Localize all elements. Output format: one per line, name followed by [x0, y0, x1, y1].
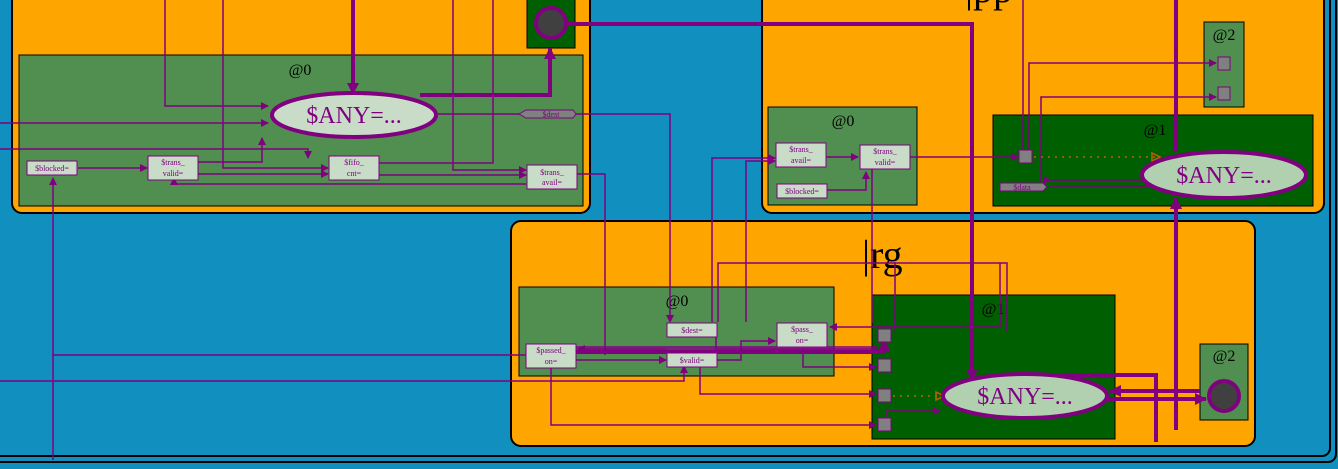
- node-label: $fifo_: [344, 158, 365, 167]
- node-b-passed-on[interactable]: $passed_ on=: [525, 343, 577, 369]
- outer-frame: [0, 0, 1331, 457]
- node-tl-any[interactable]: $ANY=...: [270, 91, 438, 139]
- node-tr-any[interactable]: $ANY=...: [1140, 150, 1308, 200]
- node-tr-any-label: $ANY=...: [1176, 163, 1272, 189]
- group-b-at0-label: @0: [666, 293, 689, 310]
- terminal-b-at2[interactable]: [1207, 379, 1241, 413]
- node-tl-trans-valid[interactable]: $trans_ valid=: [147, 155, 199, 181]
- node-label: avail=: [791, 156, 812, 165]
- group-tr-at0-label: @0: [832, 113, 855, 130]
- wire-thick: [420, 47, 556, 97]
- node-label: on=: [796, 336, 809, 345]
- node-label: $pass_: [791, 325, 814, 334]
- wire: [222, 0, 329, 172]
- port[interactable]: [1217, 86, 1231, 101]
- wire: [550, 367, 877, 429]
- node-label: valid=: [875, 158, 896, 167]
- wire: [198, 137, 266, 163]
- node-label: $dest=: [681, 326, 703, 335]
- node-label: $blocked=: [35, 164, 69, 173]
- node-tr-data-pin[interactable]: $data: [999, 182, 1048, 192]
- node-label: cnt=: [347, 169, 362, 178]
- dotted-wires: [893, 157, 1160, 396]
- node-label: on=: [545, 357, 558, 366]
- port[interactable]: [877, 358, 892, 373]
- wire: [452, 0, 527, 174]
- port[interactable]: [877, 328, 892, 343]
- node-tr-trans-avail[interactable]: $trans_ avail=: [775, 142, 827, 168]
- wire: [0, 365, 688, 382]
- wire: [711, 154, 776, 322]
- wire: [0, 148, 312, 159]
- group-tl-at0-label: @0: [289, 62, 312, 79]
- wire: [745, 157, 776, 322]
- node-tl-trans-avail[interactable]: $trans_ avail=: [526, 164, 578, 190]
- node-tl-blocked[interactable]: $blocked=: [26, 160, 78, 176]
- node-b-dest[interactable]: $dest=: [666, 322, 718, 338]
- wire: [885, 407, 941, 418]
- ports: [877, 56, 1231, 432]
- node-label: $trans_: [540, 168, 565, 177]
- wire-thick: [576, 339, 890, 354]
- wire-thick: [1060, 373, 1158, 442]
- port[interactable]: [877, 388, 892, 403]
- thick-wires: [347, 0, 1207, 442]
- group-b-at1-label: @1: [982, 301, 1005, 318]
- node-label: $passed_: [536, 346, 566, 355]
- module-top-right-title: |pp: [965, 0, 1013, 11]
- wire: [576, 113, 674, 323]
- node-b-pass-on[interactable]: $pass_ on=: [776, 322, 828, 348]
- port[interactable]: [877, 417, 892, 432]
- wire: [164, 0, 269, 110]
- wire: [52, 354, 526, 460]
- wire: [378, 0, 494, 164]
- wire: [1040, 93, 1217, 182]
- wire: [577, 173, 606, 355]
- wire: [717, 262, 1008, 332]
- node-label: $trans_: [789, 145, 814, 154]
- node-b-any-label: $ANY=...: [977, 384, 1073, 410]
- wire: [1028, 59, 1217, 150]
- port[interactable]: [1018, 149, 1033, 164]
- node-label: avail=: [542, 178, 563, 187]
- node-tl-fifo-cnt[interactable]: $fifo_ cnt=: [328, 155, 380, 181]
- wire: [829, 263, 1001, 331]
- node-tl-dest-pin[interactable]: $dest: [517, 109, 577, 119]
- port[interactable]: [1217, 56, 1231, 71]
- node-label: $data: [1013, 183, 1031, 192]
- wire: [827, 171, 870, 191]
- node-label: $trans_: [873, 147, 898, 156]
- node-b-any[interactable]: $ANY=...: [941, 372, 1109, 420]
- wire: [802, 348, 877, 371]
- node-label: $blocked=: [785, 187, 819, 196]
- node-label: $valid=: [680, 356, 705, 365]
- node-tr-blocked[interactable]: $blocked=: [776, 183, 828, 199]
- node-b-valid[interactable]: $valid=: [666, 352, 718, 368]
- node-tl-any-label: $ANY=...: [306, 103, 402, 129]
- wire: [699, 367, 877, 398]
- group-tr-at1-label: @1: [1144, 122, 1167, 139]
- node-label: valid=: [163, 169, 184, 178]
- node-label: $trans_: [161, 158, 186, 167]
- terminal-tl[interactable]: [534, 6, 568, 40]
- wire-thick: [567, 22, 978, 381]
- node-tr-trans-valid[interactable]: $trans_ valid=: [859, 144, 911, 170]
- module-rg-title: |rg: [862, 232, 903, 277]
- node-label: $dest: [543, 110, 561, 119]
- group-tr-at2-label: @2: [1213, 27, 1236, 44]
- wires: [0, 0, 1217, 460]
- group-b-at2-label: @2: [1213, 348, 1236, 365]
